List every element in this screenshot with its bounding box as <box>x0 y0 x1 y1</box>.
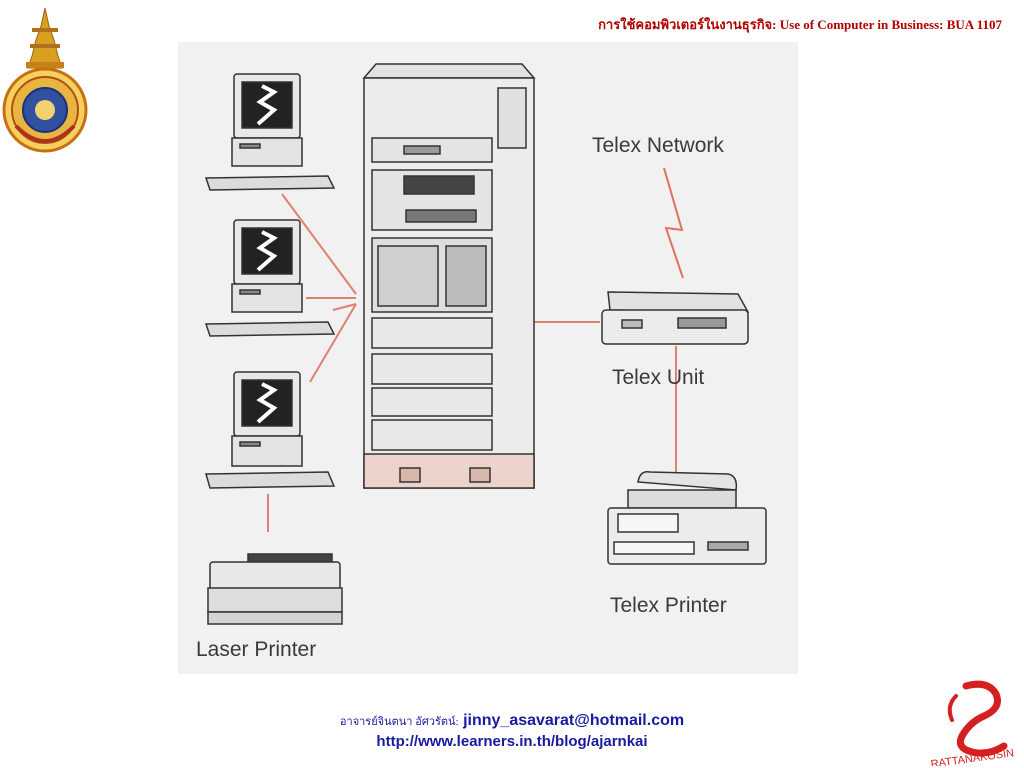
university-emblem-icon <box>2 7 88 153</box>
computer-terminal-2 <box>204 219 336 337</box>
label-telex-network: Telex Network <box>592 134 724 157</box>
telex-unit-device <box>601 291 750 345</box>
telex-printer-device <box>607 470 767 565</box>
network-diagram: Telex Network Telex Unit Telex Printer L… <box>178 42 798 674</box>
connector-terminal-3 <box>309 303 357 383</box>
laser-printer-device <box>207 553 343 625</box>
mainframe-cabinet <box>362 63 536 489</box>
page-title: การใช้คอมพิวเตอร์ในงานธุรกิจ: Use of Com… <box>598 17 1002 32</box>
contact-email[interactable]: jinny_asavarat@hotmail.com <box>463 712 685 729</box>
computer-terminal-3 <box>205 371 336 489</box>
label-telex-printer: Telex Printer <box>610 594 727 617</box>
footer-url[interactable]: http://www.learners.in.th/blog/ajarnkai <box>376 733 648 750</box>
label-laser-printer: Laser Printer <box>196 638 317 661</box>
label-telex-unit: Telex Unit <box>612 366 705 389</box>
telex-network-signal <box>663 167 684 279</box>
computer-terminal-1 <box>204 73 336 191</box>
footer-contact: อาจารย์จินตนา อัศวรัตน์: jinny_asavarat@… <box>0 712 1024 730</box>
instructor-name: อาจารย์จินตนา อัศวรัตน์: <box>339 716 459 728</box>
rattanakosin-logo-icon: RATTANAKOSIN <box>930 680 1015 766</box>
connector-terminal-1 <box>281 193 357 295</box>
connector-lines <box>267 167 684 532</box>
diagram-artwork <box>204 63 767 625</box>
